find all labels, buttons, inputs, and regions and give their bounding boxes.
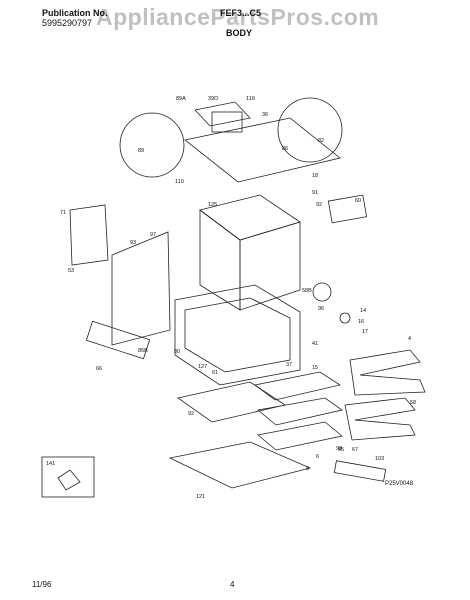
part-label: 89 (138, 148, 144, 154)
kick-plate (85, 320, 151, 360)
part-label: 71 (60, 210, 66, 216)
part-label: 141 (46, 461, 55, 467)
part-label: 58 (410, 400, 416, 406)
watermark: AppliancePartsPros.com (96, 4, 380, 30)
part-label: 17 (362, 329, 368, 335)
temperature-sensor (339, 312, 351, 324)
part-label: 89A (176, 96, 186, 102)
footer-date: 11/96 (32, 580, 52, 589)
part-label: 9 (306, 466, 309, 472)
part-label: 58B (302, 288, 312, 294)
part-label: 103 (375, 456, 384, 462)
part-label: 67 (352, 447, 358, 453)
base-panel (168, 441, 312, 489)
page-number: 4 (230, 580, 235, 589)
part-label: 127 (198, 364, 207, 370)
top-bracket (194, 101, 251, 127)
inset-part (57, 469, 81, 491)
control-module (211, 111, 243, 133)
oven-cavity (184, 297, 291, 373)
part-label: 86 (282, 146, 288, 152)
part-label: 119 (246, 96, 255, 102)
part-label: 6 (316, 454, 319, 460)
section-title: BODY (226, 28, 253, 38)
body-front (239, 221, 301, 311)
part-label: 66 (96, 366, 102, 372)
side-panel (69, 204, 109, 266)
diagram-code: P25V0048 (385, 481, 414, 487)
publication-number: 5995290797 (42, 18, 93, 28)
part-label: 97 (150, 232, 156, 238)
part-label: 98 (336, 446, 342, 452)
part-label: 16 (358, 319, 364, 325)
part-label: 60 (355, 198, 361, 204)
inset-box-141 (41, 456, 95, 498)
part-label: 91 (312, 190, 318, 196)
oven-liner (174, 284, 301, 386)
part-label: 14 (360, 308, 366, 314)
part-label: 15 (312, 365, 318, 371)
part-label: 96 (318, 306, 324, 312)
part-label: 92 (316, 202, 322, 208)
publication-label: Publication No. (42, 8, 108, 18)
part-label: 110 (175, 179, 184, 185)
detail-circle-right (277, 97, 343, 163)
part-label: 82 (318, 138, 324, 144)
part-label: 18 (312, 173, 318, 179)
part-label: 92 (188, 411, 194, 417)
rack-lower (257, 421, 343, 451)
part-label: 37 (286, 362, 292, 368)
part-label: 125 (208, 202, 217, 208)
part-label: 61 (212, 370, 218, 376)
part-label: 53 (68, 268, 74, 274)
terminal-block (333, 460, 387, 482)
part-label: 93 (130, 240, 136, 246)
part-label: 80 (174, 349, 180, 355)
broil-pan (254, 371, 342, 401)
bake-element (349, 349, 426, 396)
model-number: FEF3...C5 (220, 8, 262, 18)
top-panel (184, 117, 341, 183)
body-side (199, 209, 241, 311)
part-label: 86B (138, 348, 148, 354)
wiring-bracket (327, 194, 368, 224)
part-label: 4 (408, 336, 411, 342)
part-label: 95 (338, 447, 344, 453)
part-label: 36 (262, 112, 268, 118)
rack-upper (257, 397, 343, 426)
part-label: 121 (196, 494, 205, 500)
insulation-blanket (111, 231, 171, 346)
detail-circle-left (119, 112, 185, 178)
sensor-detail-circle (312, 282, 332, 302)
part-label: 39D (208, 96, 218, 102)
part-label: 41 (312, 341, 318, 347)
broil-element (344, 397, 416, 441)
